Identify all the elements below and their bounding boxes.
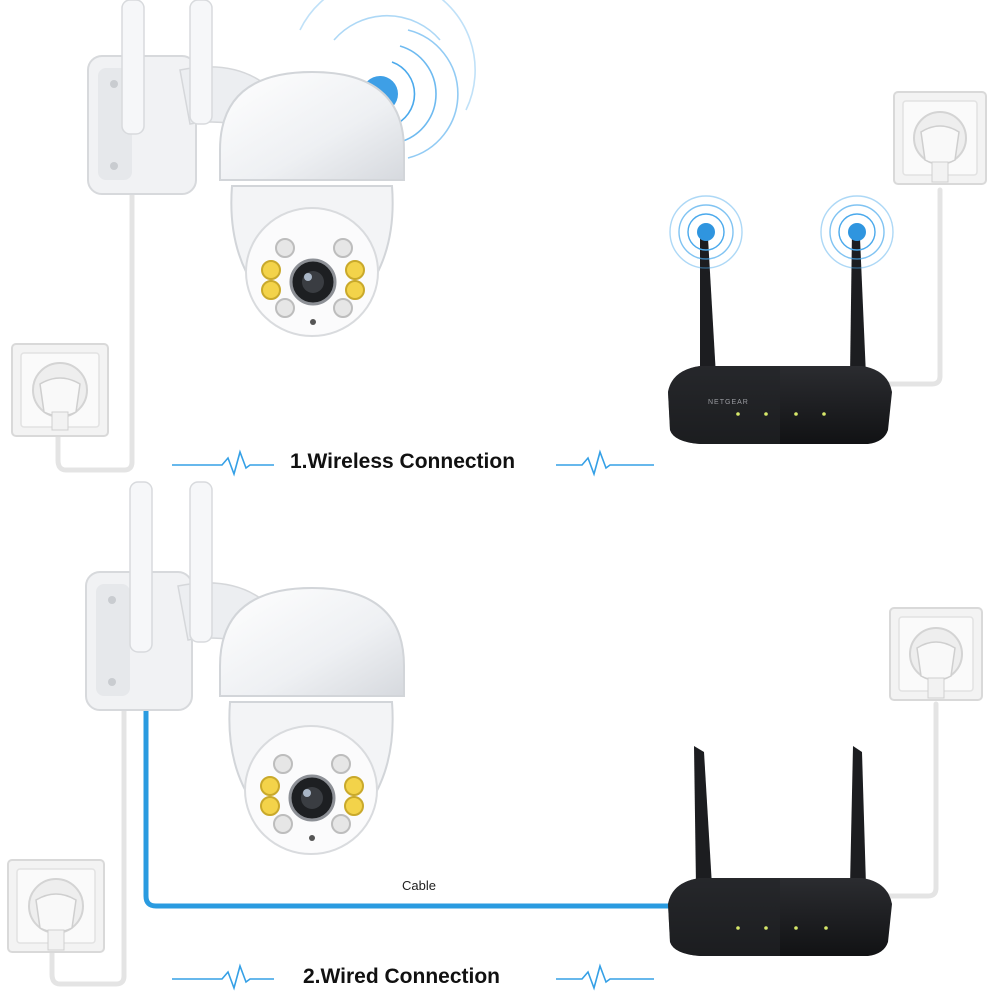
ir-led bbox=[333, 298, 353, 318]
warm-led bbox=[261, 280, 281, 300]
warm-led bbox=[261, 260, 281, 280]
warm-led bbox=[344, 776, 364, 796]
warm-led bbox=[260, 796, 280, 816]
wireless-section: NETGEAR bbox=[11, 0, 987, 477]
ir-led bbox=[273, 814, 293, 834]
warm-led bbox=[344, 796, 364, 816]
ir-led bbox=[273, 754, 293, 774]
router: NETGEAR bbox=[668, 366, 892, 444]
power-socket-icon bbox=[7, 859, 105, 953]
ethernet-cable bbox=[143, 705, 681, 909]
wired-connection-caption: 2.Wired Connection bbox=[303, 965, 500, 988]
power-socket-icon bbox=[893, 91, 987, 185]
ir-led bbox=[275, 298, 295, 318]
router-power-cord bbox=[881, 701, 939, 899]
ir-led bbox=[275, 238, 295, 258]
ir-led bbox=[331, 814, 351, 834]
ptz-camera bbox=[219, 586, 405, 855]
power-socket-icon bbox=[11, 343, 109, 437]
ptz-camera bbox=[219, 70, 405, 338]
wireless-connection-caption: 1.Wireless Connection bbox=[290, 450, 516, 473]
ir-led bbox=[333, 238, 353, 258]
router bbox=[668, 878, 892, 956]
router-power-cord bbox=[881, 187, 943, 387]
camera-power-cord bbox=[55, 187, 135, 473]
cable-label: Cable bbox=[402, 878, 436, 893]
warm-led bbox=[345, 260, 365, 280]
camera-power-cord bbox=[49, 701, 127, 987]
heartbeat-pulse-icon bbox=[172, 963, 654, 991]
heartbeat-pulse-icon bbox=[172, 449, 654, 477]
power-socket-icon bbox=[889, 607, 983, 701]
ir-led bbox=[331, 754, 351, 774]
camera-antennas bbox=[129, 481, 213, 653]
wifi-signal-icon bbox=[669, 195, 894, 269]
router-antennas bbox=[694, 746, 866, 886]
router-brand: NETGEAR bbox=[708, 399, 749, 406]
wired-section bbox=[7, 481, 983, 991]
warm-led bbox=[260, 776, 280, 796]
camera-antennas bbox=[121, 0, 213, 135]
warm-led bbox=[345, 280, 365, 300]
router-antennas bbox=[700, 230, 866, 376]
